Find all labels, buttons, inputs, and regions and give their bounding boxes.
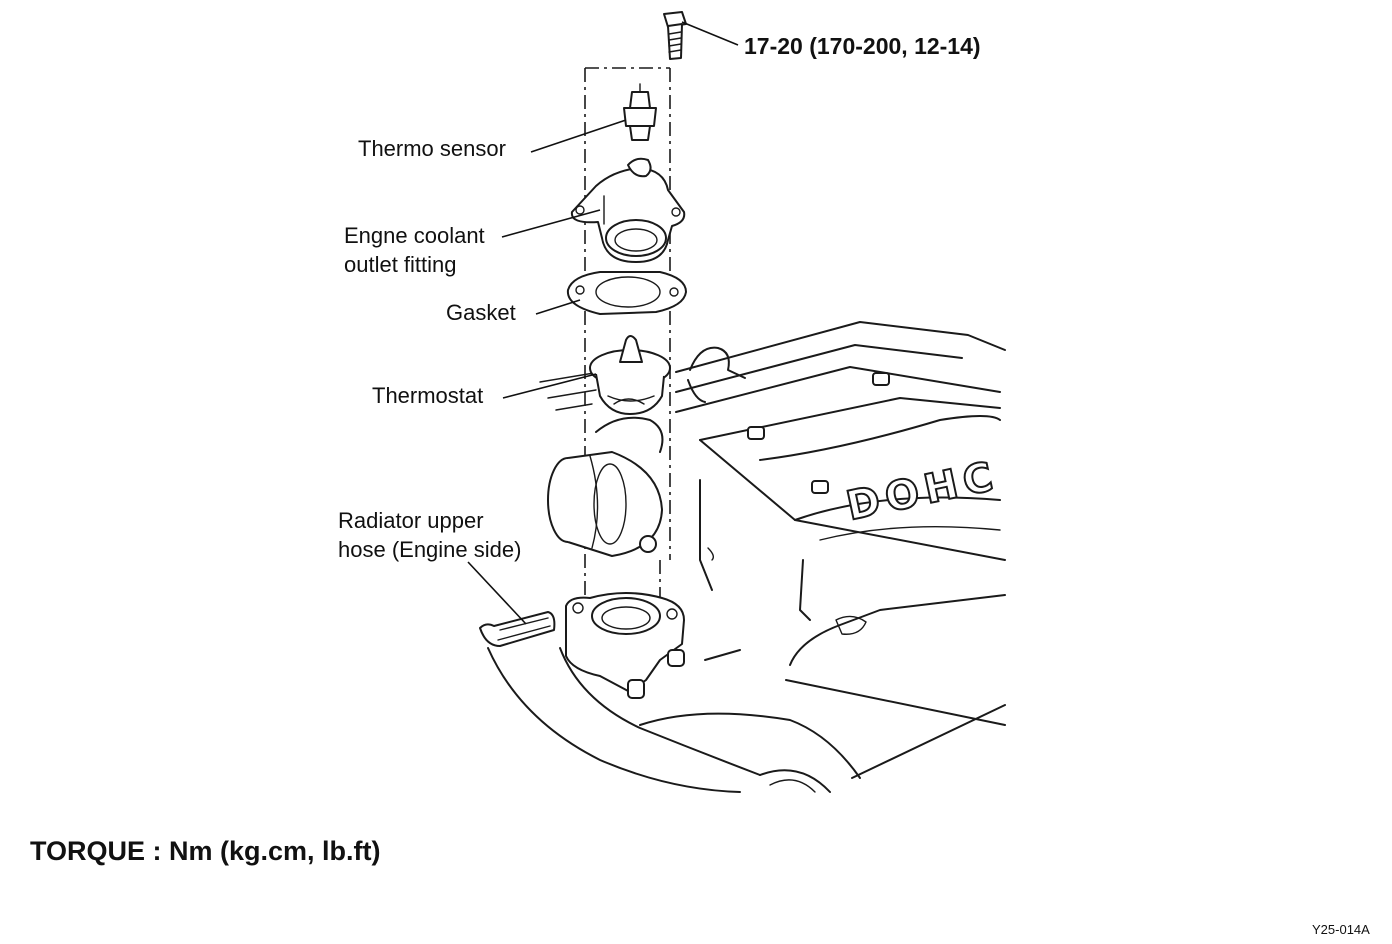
- radiator-hose-label-line2: hose (Engine side): [338, 537, 522, 562]
- coolant-outlet-label-line1: Engne coolant: [344, 223, 485, 248]
- gasket: [566, 271, 687, 315]
- thermostat-label: Thermostat: [372, 383, 484, 408]
- radiator-upper-hose: [479, 416, 761, 793]
- engine-cylinder-head: [539, 321, 1006, 793]
- coolant-outlet-fitting: [570, 157, 686, 263]
- figure-reference-code: Y25-014A: [1312, 922, 1370, 937]
- gasket-label: Gasket: [446, 300, 516, 325]
- bolt-torque-label: 17-20 (170-200, 12-14): [744, 33, 981, 59]
- torque-unit-legend: TORQUE : Nm (kg.cm, lb.ft): [30, 836, 381, 866]
- thermo-sensor: [623, 83, 657, 141]
- leader-lines: [467, 21, 739, 625]
- thermostat: [589, 335, 671, 415]
- thermo-sensor-label: Thermo sensor: [358, 136, 506, 161]
- bolt: [663, 11, 687, 60]
- coolant-outlet-label-line2: outlet fitting: [344, 252, 457, 277]
- radiator-hose-label-line1: Radiator upper: [338, 508, 484, 533]
